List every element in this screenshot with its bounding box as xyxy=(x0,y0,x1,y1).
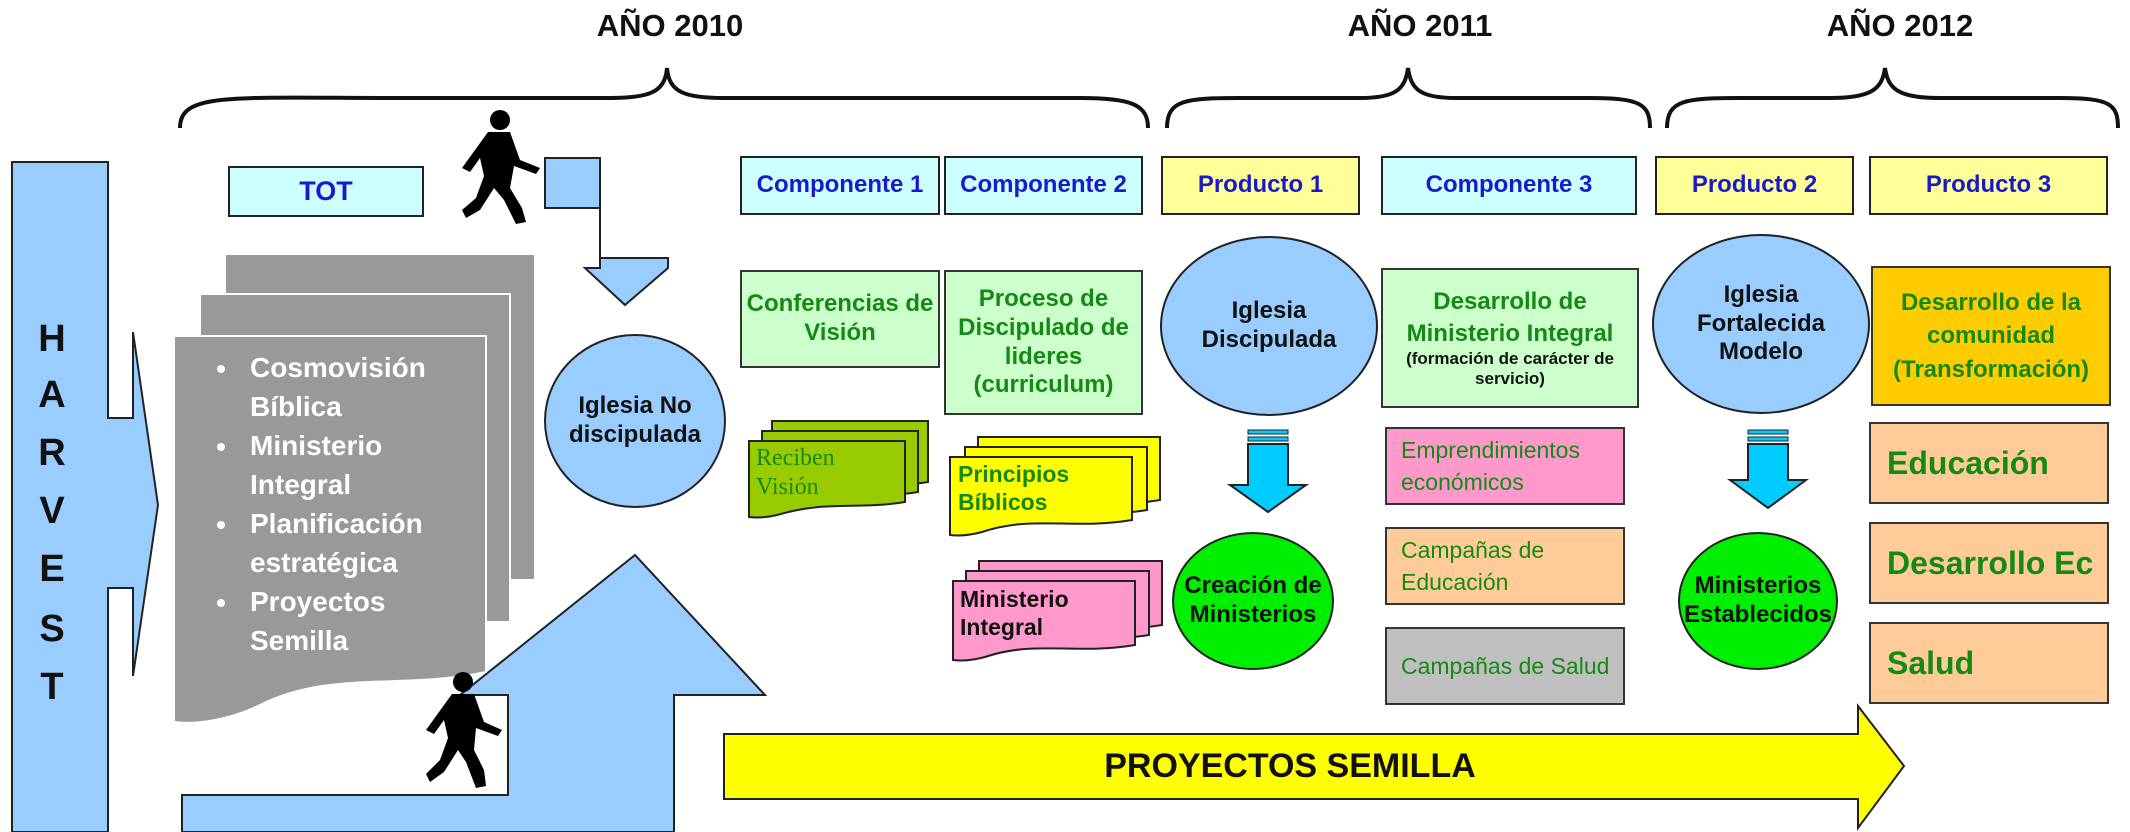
harvest-letter-h: H xyxy=(38,318,66,360)
harvest-letter-r: R xyxy=(38,432,66,474)
proceso-discipulado-box: Proceso de Discipulado de lideres (curri… xyxy=(944,270,1143,415)
header-componente-1: Componente 1 xyxy=(740,156,940,215)
list-item: Ministerio Integral xyxy=(240,426,476,504)
educacion-box: Educación xyxy=(1869,422,2109,504)
principios-card-1 xyxy=(949,456,1133,537)
desarrollo-ministerio-box: Desarrollo de Ministerio Integral (forma… xyxy=(1381,268,1639,408)
salud-box: Salud xyxy=(1869,622,2109,704)
header-producto-2: Producto 2 xyxy=(1655,156,1854,215)
iglesia-no-discipulada-circle: Iglesia No discipulada xyxy=(544,334,726,508)
harvest-letter-a: A xyxy=(38,374,66,416)
year-2010: AÑO 2010 xyxy=(596,8,744,44)
header-producto-3: Producto 3 xyxy=(1869,156,2108,215)
harvest-letter-t: T xyxy=(40,666,64,708)
ministerios-establecidos-circle: Ministerios Establecidos xyxy=(1678,532,1838,670)
doc-card-1 xyxy=(173,335,487,724)
proyectos-semilla-arrow xyxy=(723,703,1906,832)
year-2011: AÑO 2011 xyxy=(1347,8,1493,44)
up-bent-arrow xyxy=(181,553,768,832)
walking-person-icon xyxy=(462,110,540,224)
campanas-salud-box: Campañas de Salud xyxy=(1385,627,1625,705)
brace-2010 xyxy=(178,67,1150,129)
header-componente-3: Componente 3 xyxy=(1381,156,1637,215)
principios-biblicos-label: Principios Bíblicos xyxy=(958,461,1070,515)
year-2012: AÑO 2012 xyxy=(1826,8,1974,44)
harvest-arrow xyxy=(11,161,160,832)
walking-person-icon-2 xyxy=(426,672,502,788)
tot-box: TOT xyxy=(228,166,424,217)
list-item: Cosmovisión Bíblica xyxy=(240,348,476,426)
desarrollo-ministerio-subtitle: (formación de carácter de servicio) xyxy=(1406,348,1614,389)
iglesia-fortalecida-ellipse: Iglesia Fortalecida Modelo xyxy=(1652,234,1870,414)
harvest-letter-v: V xyxy=(39,490,65,532)
desarrollo-ec-box: Desarrollo Ec xyxy=(1869,522,2109,604)
iglesia-discipulada-ellipse: Iglesia Discipulada xyxy=(1160,236,1378,416)
desarrollo-comunidad-box: Desarrollo de la comunidad (Transformaci… xyxy=(1871,266,2111,406)
harvest-letter-s: S xyxy=(39,608,65,650)
harvest-letter-e: E xyxy=(39,548,65,590)
creacion-ministerios-circle: Creación de Ministerios xyxy=(1172,532,1334,670)
striped-arrow-1 xyxy=(1226,429,1310,514)
cosmovision-list: Cosmovisión Bíblica Ministerio Integral … xyxy=(176,348,486,660)
reciben-card-1 xyxy=(748,440,906,519)
desarrollo-ministerio-title: Desarrollo de Ministerio Integral xyxy=(1406,288,1614,347)
ministerio-card-1 xyxy=(952,580,1136,662)
brace-2012 xyxy=(1665,67,2120,129)
campanas-educacion-box: Campañas de Educación xyxy=(1385,527,1625,605)
proyectos-semilla-label: PROYECTOS SEMILLA xyxy=(1104,747,1476,786)
header-producto-1: Producto 1 xyxy=(1161,156,1360,215)
down-bent-arrow xyxy=(544,157,669,307)
striped-arrow-2 xyxy=(1726,429,1810,510)
emprendimientos-box: Emprendimientos económicos xyxy=(1385,427,1625,505)
header-componente-2: Componente 2 xyxy=(944,156,1143,215)
list-item: Planificación estratégica xyxy=(240,504,476,582)
ministerio-integral-label: Ministerio Integral xyxy=(960,586,1069,640)
brace-2011 xyxy=(1165,67,1652,129)
list-item: Proyectos Semilla xyxy=(240,582,476,660)
reciben-vision-label: Reciben Visión xyxy=(756,445,835,500)
conferencias-box: Conferencias de Visión xyxy=(740,270,940,368)
